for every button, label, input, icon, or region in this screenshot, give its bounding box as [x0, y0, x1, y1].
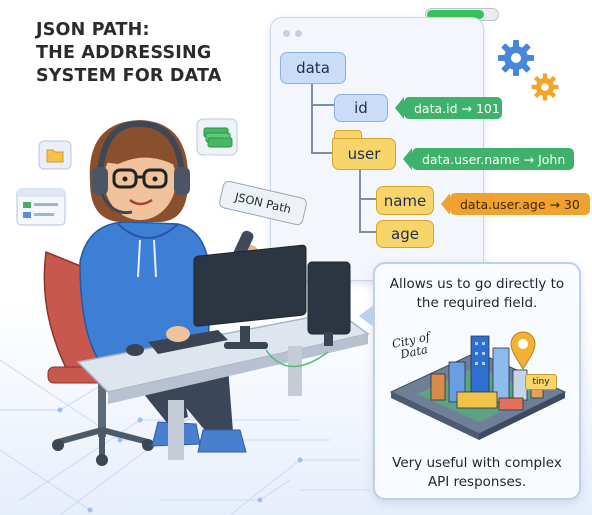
path-tag-user-name: data.user.name → John: [403, 148, 574, 170]
folder-icon: [334, 130, 362, 139]
city-illustration: [389, 335, 567, 440]
location-pin-icon: [510, 331, 536, 370]
window-dot: [295, 30, 302, 37]
title-line-2: THE ADDRESSING: [36, 43, 212, 63]
card-top-text: Allows us to go directly to the required…: [389, 276, 565, 311]
node-user[interactable]: user: [332, 138, 396, 170]
progress-fill: [427, 10, 484, 19]
money-icon: [196, 118, 238, 158]
node-name[interactable]: name: [376, 186, 434, 215]
headline: JSON PATH: THE ADDRESSING SYSTEM FOR DAT…: [36, 19, 266, 88]
window-dot: [283, 30, 290, 37]
title-line-1: JSON PATH:: [36, 20, 150, 40]
pin-label: tiny: [525, 374, 557, 390]
tree-connectors: [311, 83, 376, 233]
path-tag-id: data.id → 101: [395, 97, 502, 119]
path-tag-user-age: data.user.age → 30: [441, 193, 590, 215]
info-card: Allows us to go directly to the required…: [359, 262, 581, 500]
headset-icon: [97, 120, 185, 175]
title-line-3: SYSTEM FOR DATA: [36, 66, 222, 86]
card-bottom-text: Very useful with complex API responses.: [392, 455, 562, 490]
node-age[interactable]: age: [376, 220, 434, 248]
node-data[interactable]: data: [280, 52, 346, 84]
developer-illustration: [43, 120, 370, 466]
folder-icon: [38, 140, 72, 170]
card-tail: [359, 304, 375, 328]
gear-icon: [531, 73, 559, 101]
node-id[interactable]: id: [334, 94, 388, 122]
gear-icon: [498, 40, 534, 76]
window-icon: [16, 188, 66, 226]
